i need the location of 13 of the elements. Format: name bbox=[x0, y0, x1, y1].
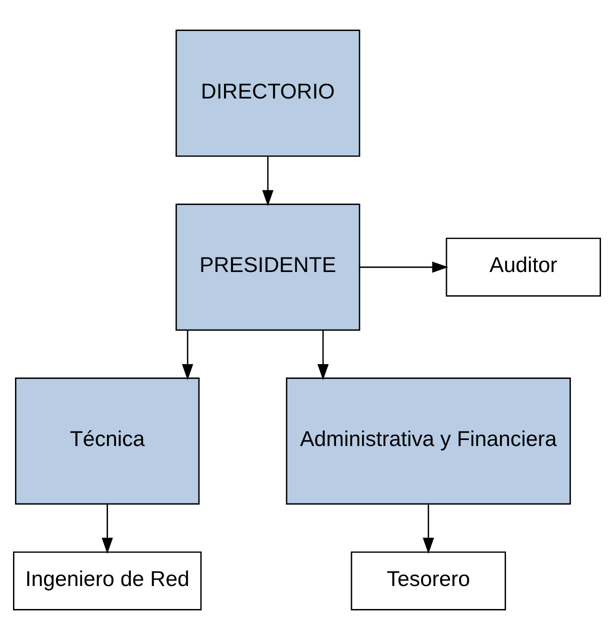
node-box: Tesorero bbox=[350, 550, 506, 610]
arrow bbox=[422, 504, 434, 554]
node-box: Administrativa y Financiera bbox=[286, 377, 571, 504]
arrow bbox=[102, 504, 113, 554]
node-box: Ingeniero de Red bbox=[13, 550, 202, 610]
node-box: Auditor bbox=[446, 237, 601, 296]
node-box: PRESIDENTE bbox=[176, 203, 360, 330]
arrow bbox=[182, 330, 194, 380]
node-box: DIRECTORIO bbox=[176, 29, 360, 156]
arrow bbox=[262, 156, 274, 206]
node-box: Técnica bbox=[15, 377, 200, 504]
arrow bbox=[317, 330, 329, 380]
arrow bbox=[360, 261, 448, 272]
